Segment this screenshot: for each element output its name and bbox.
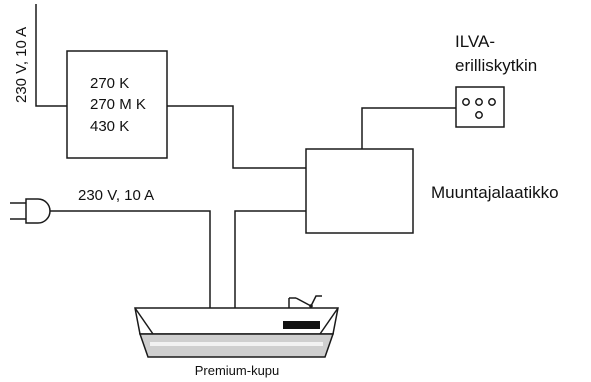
plug-to-hood-line [50, 210, 211, 308]
switch-label-line1: ILVA- [455, 32, 495, 51]
heater-to-transformer-line [167, 105, 306, 169]
supply-line-top [35, 4, 67, 107]
heater-model-270mk: 270 M K [90, 96, 146, 113]
transformer-label: Muuntajalaatikko [431, 183, 559, 202]
plug-voltage-label: 230 V, 10 A [78, 187, 154, 204]
transformer-box [305, 148, 414, 234]
hood-label: Premium-kupu [195, 363, 280, 378]
hood-left-edge [134, 307, 154, 335]
hood-right-edge [319, 307, 339, 335]
hood-switch-icon [288, 295, 322, 308]
transformer-to-switch-line [361, 107, 456, 149]
ilva-switch-box [455, 86, 505, 128]
switch-label-line2: erilliskytkin [455, 56, 537, 75]
heater-model-270k: 270 K [90, 75, 129, 92]
hood-control-panel [283, 321, 320, 329]
heater-model-430k: 430 K [90, 118, 129, 135]
ilva-switch-buttons-icon [462, 98, 496, 119]
hood-light-highlight [150, 342, 323, 346]
premium-hood [134, 307, 339, 358]
supply-vertical-label: 230 V, 10 A [13, 27, 30, 103]
heater-model-box [66, 50, 168, 159]
power-plug-icon [10, 198, 51, 224]
transformer-to-hood-line [234, 210, 306, 308]
